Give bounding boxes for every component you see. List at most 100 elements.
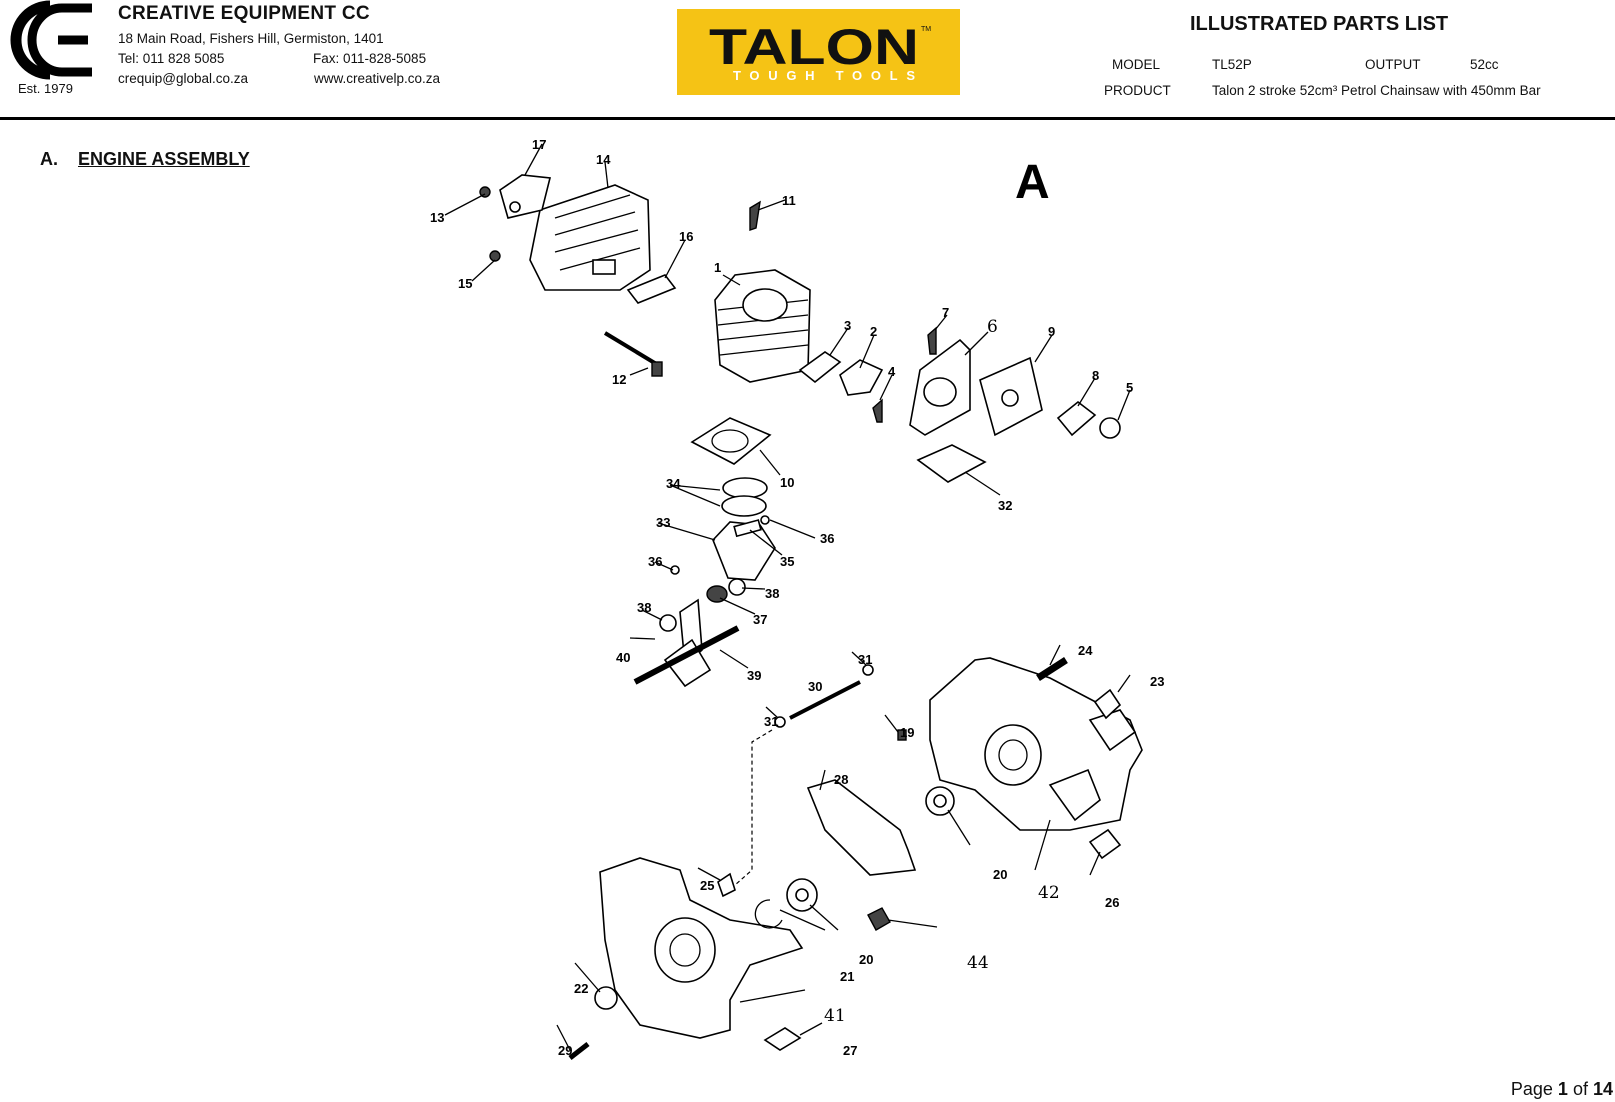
section-title: ENGINE ASSEMBLY [78,149,250,169]
page-current: 1 [1557,1079,1568,1099]
label-41: 41 [824,1006,846,1026]
company-fax: Fax: 011-828-5085 [313,51,427,66]
label-36a: 36 [820,531,834,546]
page-of: of [1572,1079,1588,1099]
label-37: 37 [753,612,767,627]
company-address: 18 Main Road, Fishers Hill, Germiston, 1… [118,31,384,46]
company-logo [10,0,92,80]
label-30: 30 [808,679,822,694]
crankcase-left-part [599,857,804,1039]
output-value: 52cc [1470,57,1499,72]
label-42: 42 [1038,883,1060,903]
label-28: 28 [834,772,848,787]
label-15: 15 [458,276,472,291]
insulator-8-part [1056,400,1097,437]
brand-name: TALON [709,19,919,75]
label-4: 4 [888,364,896,379]
muffler-part [529,184,651,291]
product-label: PRODUCT [1104,83,1171,98]
label-11: 11 [782,193,796,208]
washer-38a [728,578,746,596]
bolt-29 [568,1042,590,1060]
circlip-21 [754,899,783,929]
label-3: 3 [844,318,851,333]
label-20b: 20 [859,952,873,967]
gasket-32-part [916,444,987,483]
washer-31b [774,716,786,728]
piston-pin [733,519,762,538]
page-number: Page 1 of 14 [1511,1079,1613,1100]
gasket-3-part [798,351,842,384]
stud-12 [651,361,663,377]
part-27 [763,1027,802,1051]
label-5: 5 [1126,380,1133,395]
label-20a: 20 [993,867,1007,882]
brand-trademark: TM [921,26,931,33]
ring-5 [1099,417,1121,439]
washer-31a [862,664,874,676]
label-21: 21 [840,969,854,984]
bolt-15 [489,250,501,262]
label-38b: 38 [637,600,651,615]
product-value: Talon 2 stroke 52cm³ Petrol Chainsaw wit… [1212,83,1541,98]
label-1: 1 [714,260,721,275]
label-24: 24 [1078,643,1093,658]
cylinder-part [714,269,811,383]
label-8: 8 [1092,368,1099,383]
model-label: MODEL [1112,57,1161,72]
needle-bearing [706,585,728,603]
label-27: 27 [843,1043,857,1058]
flange-2-part [839,359,884,396]
label-16: 16 [679,229,693,244]
label-26: 26 [1105,895,1119,910]
label-33: 33 [656,515,670,530]
diagram-letter: A [1015,156,1050,209]
gasket-16-part [626,274,677,304]
part-labels: 17 14 13 15 16 11 1 12 3 2 4 7 6 9 8 5 3… [430,137,1164,1058]
crankcase-right-part [929,657,1143,831]
label-9: 9 [1048,324,1055,339]
page-total: 14 [1592,1079,1613,1099]
pin-30 [789,680,861,720]
label-36b: 36 [648,554,662,569]
label-17: 17 [532,137,546,152]
gasket-28-part [806,779,917,876]
screw-7 [927,326,937,355]
clip-36a [760,515,770,525]
output-label: OUTPUT [1365,57,1421,72]
header-divider [0,117,1615,120]
piston-ring-lower [721,495,767,517]
part-25 [717,872,736,898]
clip-36b [670,565,680,575]
washer-38b [659,614,677,632]
document-title: ILLUSTRATED PARTS LIST [1190,13,1449,35]
screw-11 [749,200,761,231]
label-38a: 38 [765,586,779,601]
piston-ring-upper [722,477,768,499]
label-35: 35 [780,554,794,569]
page-prefix: Page [1510,1079,1553,1099]
bolt-13 [479,186,491,198]
label-6: 6 [987,317,998,337]
label-19: 19 [900,725,914,740]
label-44: 44 [967,953,989,973]
section-letter: A. [40,149,58,169]
label-39: 39 [747,668,761,683]
part-26 [1088,828,1122,860]
company-name: CREATIVE EQUIPMENT CC [118,3,370,24]
label-7: 7 [942,305,949,320]
screw-4 [872,398,883,423]
part-23 [1093,688,1122,720]
company-website: www.creativelp.co.za [314,71,441,86]
part-44 [867,907,891,931]
model-value: TL52P [1212,57,1252,72]
talon-brand-logo: TALON TM TOUGH TOOLS [677,9,960,95]
company-tel: Tel: 011 828 5085 [118,51,225,66]
label-13: 13 [430,210,444,225]
label-31b: 31 [764,714,778,729]
label-22: 22 [574,981,588,996]
established-year: Est. 1979 [18,81,73,96]
crankshaft-part [633,598,740,688]
label-23: 23 [1150,674,1164,689]
label-25: 25 [700,878,714,893]
